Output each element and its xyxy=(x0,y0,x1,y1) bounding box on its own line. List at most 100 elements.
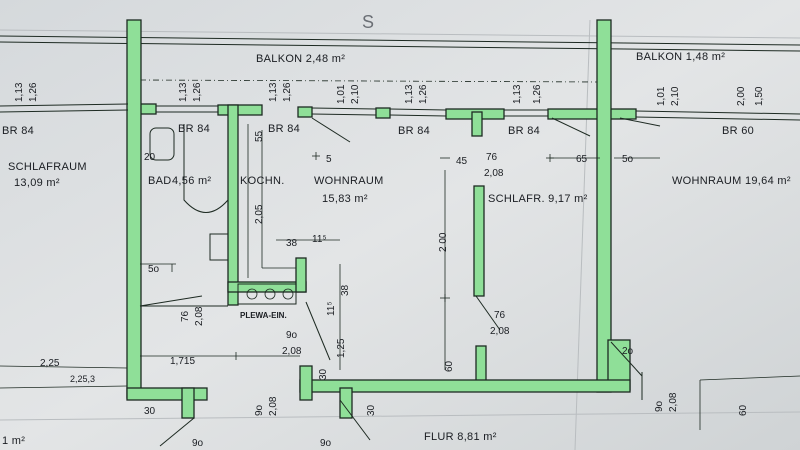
dim-label: 9o xyxy=(654,400,665,412)
dim-label: 9o xyxy=(192,438,204,449)
dim-label: 20 xyxy=(144,152,156,163)
dim-label: 2,08 xyxy=(194,306,205,326)
dim-label: 1,26 xyxy=(418,84,429,104)
room-area-bad: 4,56 m² xyxy=(172,175,211,187)
room-area-edge: 1 m² xyxy=(2,435,25,447)
door-swings xyxy=(139,117,661,447)
stove-burner-icon xyxy=(246,288,258,300)
wall-top-mid-e xyxy=(547,108,637,120)
dim-label: 1,715 xyxy=(170,356,195,367)
dim-label: 2,25,3 xyxy=(70,374,95,384)
dim-label: 2,25 xyxy=(40,358,60,369)
room-label-schlafr: SCHLAFR. 9,17 m² xyxy=(488,193,588,205)
wall-kitchen-right xyxy=(295,257,307,293)
room-label-wohnraum-right: WOHNRAUM 19,64 m² xyxy=(672,175,791,187)
room-area-schlafraum: 13,09 m² xyxy=(14,177,60,189)
dim-label: 76 xyxy=(494,310,506,321)
dim-label: 38 xyxy=(286,238,298,249)
dim-label: 2,08 xyxy=(268,396,279,416)
dim-label: 5 xyxy=(326,154,332,165)
dim-label: 1,13 xyxy=(512,84,523,104)
dim-label: 2,10 xyxy=(350,84,361,104)
dim-label: 1,13 xyxy=(14,82,25,102)
dim-label: 2,00 xyxy=(736,86,747,106)
wall-bottom-left-stub xyxy=(181,387,195,419)
dim-label: 1,50 xyxy=(754,86,765,106)
wall-schlafr-left-upper xyxy=(473,185,485,297)
dim-label: 38 xyxy=(340,284,351,296)
windows xyxy=(0,103,800,121)
room-label-bad: BAD xyxy=(148,175,172,187)
dim-label: 5o xyxy=(622,154,634,165)
room-label-flur: FLUR 8,81 m² xyxy=(424,431,497,443)
dim-label: 60 xyxy=(738,404,749,416)
dim-label: 1,25 xyxy=(336,338,347,358)
dim-label: 1,13 xyxy=(404,84,415,104)
wall-right xyxy=(596,19,612,393)
dim-label: 76 xyxy=(486,152,498,163)
wall-top-stub xyxy=(471,111,483,137)
dim-label: 1,26 xyxy=(532,84,543,104)
window-label: BR 84 xyxy=(2,125,34,137)
dim-label: 2,08 xyxy=(490,326,510,337)
dim-label: 30 xyxy=(366,404,377,416)
dim-label: 2,08 xyxy=(668,392,679,412)
room-label-balkon-left: BALKON 2,48 m² xyxy=(256,53,345,65)
dim-label: 2,10 xyxy=(670,86,681,106)
dim-label: 76 xyxy=(180,310,191,322)
tick-marks xyxy=(171,152,554,360)
toilet-icon xyxy=(149,127,175,161)
dim-label: 2,08 xyxy=(282,346,302,357)
room-area-wohnraum: 15,83 m² xyxy=(322,193,368,205)
dim-label: 60 xyxy=(444,360,455,372)
dim-label: 65 xyxy=(576,154,588,165)
dim-label: 5o xyxy=(148,264,160,275)
plewa-label: PLEWA-EIN. xyxy=(240,311,287,320)
window-dimensions: 1,13 1,26 1,13 1,26 1,13 1,26 1,01 2,10 … xyxy=(14,82,765,106)
dim-label: 2o xyxy=(622,346,634,357)
dim-label: 1,26 xyxy=(192,82,203,102)
walls xyxy=(126,19,637,419)
dim-label: 1,13 xyxy=(178,82,189,102)
washbasin-icon xyxy=(209,233,229,261)
dim-label: 1,01 xyxy=(656,86,667,106)
dimension-lines xyxy=(0,157,800,430)
wall-bad-right xyxy=(227,104,239,306)
dim-label: 30 xyxy=(318,368,329,380)
dim-label: 11⁵ xyxy=(312,234,327,245)
window-label: BR 84 xyxy=(398,125,430,137)
bathtub-icon xyxy=(183,124,229,213)
dim-label: 1,13 xyxy=(268,82,279,102)
stove-icon xyxy=(237,283,297,305)
bathroom-fixtures xyxy=(149,124,229,261)
kitchen-fixtures xyxy=(237,124,297,305)
wall-top-mid-a xyxy=(217,104,263,116)
wall-bottom-mid xyxy=(339,387,353,419)
interior-dimensions: 55 2,05 5 45 76 2,08 65 5o 20 5o 38 11⁵ … xyxy=(40,130,749,449)
dim-label: 2,05 xyxy=(254,204,265,224)
stove-burner-icon xyxy=(264,288,276,300)
dim-label: 1,01 xyxy=(336,84,347,104)
room-label-schlafraum: SCHLAFRAUM xyxy=(8,161,87,173)
dim-label: 55 xyxy=(254,130,265,142)
window-label: BR 84 xyxy=(508,125,540,137)
room-label-wohnraum: WOHNRAUM xyxy=(314,175,384,187)
wall-bottom-left xyxy=(126,387,208,401)
window-label: BR 84 xyxy=(178,123,210,135)
room-label-kochn: KOCHN. xyxy=(240,175,285,187)
window-label: BR 60 xyxy=(722,125,754,137)
dim-label: 2 00 xyxy=(438,232,449,252)
dim-label: 1,26 xyxy=(282,82,293,102)
dim-label: 1,26 xyxy=(28,82,39,102)
dim-label: 2,08 xyxy=(484,168,504,179)
dim-label: 30 xyxy=(144,406,156,417)
wall-top-mid-b xyxy=(297,106,313,118)
wall-bottom-stub xyxy=(299,365,313,401)
stove-burner-icon xyxy=(282,288,294,300)
dim-label: 11⁵ xyxy=(326,301,337,316)
dim-label: 9o xyxy=(286,330,298,341)
wall-top-mid-c xyxy=(375,107,391,119)
dim-label: 9o xyxy=(254,404,265,416)
dim-label: 9o xyxy=(320,438,332,449)
